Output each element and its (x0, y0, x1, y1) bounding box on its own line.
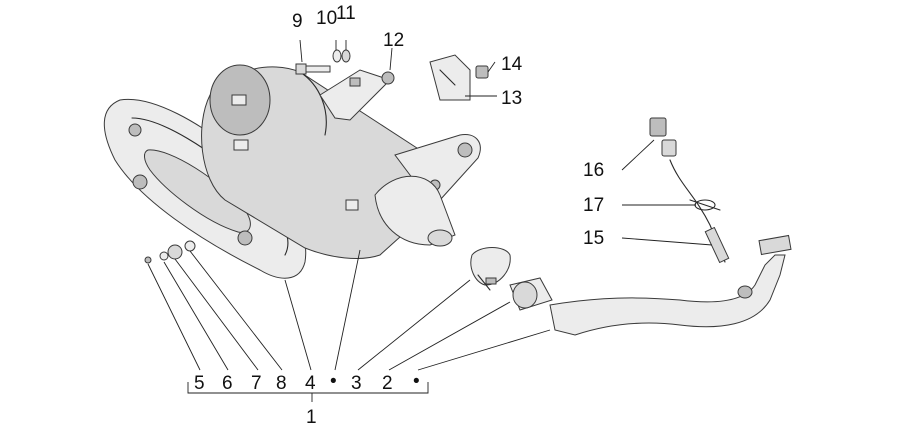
gasket-sleeve (509, 277, 553, 311)
muffler-inlet-cone (374, 175, 456, 247)
bullet-2: • (413, 371, 420, 392)
callout-14: 14 (501, 54, 523, 75)
callout-4: 4 (305, 373, 316, 394)
callout-2: 2 (382, 373, 393, 394)
callout-5: 5 (194, 373, 205, 394)
callout-12: 12 (383, 30, 404, 51)
muffler-body (201, 64, 438, 260)
callout-9: 9 (292, 11, 303, 32)
callout-11: 11 (336, 3, 356, 24)
callout-15: 15 (583, 228, 604, 249)
callout-16: 16 (583, 160, 604, 181)
callout-10: 10 (316, 8, 337, 29)
fastener-set-9-12 (295, 49, 395, 85)
rear-mounting-arm (394, 133, 481, 201)
fastener-set-5-8 (144, 240, 196, 264)
bracket-13 (429, 54, 471, 101)
callout-13: 13 (501, 88, 522, 109)
rubber-14 (475, 65, 489, 79)
callout-labels: 9 10 11 12 14 13 16 17 15 5 6 7 8 4 • 3 … (194, 3, 604, 427)
exhaust-pipe (549, 234, 792, 336)
callout-6: 6 (222, 373, 233, 394)
exhaust-clamp (470, 247, 511, 291)
leader-lines (147, 39, 713, 402)
bullet-1: • (330, 371, 337, 392)
heat-shield (103, 98, 307, 279)
callout-1: 1 (306, 407, 317, 427)
muffler-mounting-bracket (319, 69, 391, 121)
callout-7: 7 (251, 373, 262, 394)
callout-17: 17 (583, 195, 604, 216)
callout-3: 3 (351, 373, 362, 394)
callout-8: 8 (276, 373, 287, 394)
lambda-sensor (649, 117, 730, 264)
